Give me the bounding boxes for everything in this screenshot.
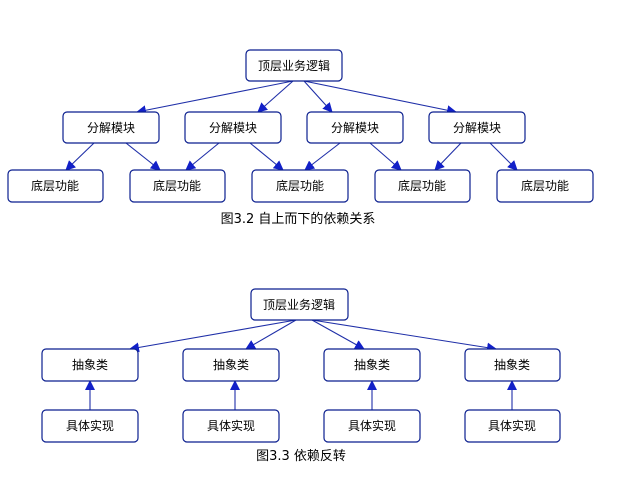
node-box xyxy=(41,348,139,382)
node-box xyxy=(62,111,160,144)
node-box xyxy=(464,348,561,382)
node-label: 底层功能 xyxy=(398,178,446,193)
edge-mid1-bot1 xyxy=(65,142,95,171)
node-module-4: 分解模块 xyxy=(428,111,526,144)
edge-top-abs-4 xyxy=(311,319,497,353)
node-low-level-1: 底层功能 xyxy=(7,169,104,203)
node-box xyxy=(306,111,404,144)
node-module-3: 分解模块 xyxy=(306,111,404,144)
node-label: 具体实现 xyxy=(207,418,255,433)
node-box xyxy=(7,169,104,203)
node-label: 抽象类 xyxy=(354,358,390,372)
edge-top-mid-2 xyxy=(257,80,294,113)
node-impl-3: 具体实现 xyxy=(323,409,421,443)
node-low-level-3: 底层功能 xyxy=(251,169,349,203)
node-box xyxy=(428,111,526,144)
node-label: 具体实现 xyxy=(66,418,114,433)
edge-mid3-bot4 xyxy=(369,142,402,171)
node-module-2: 分解模块 xyxy=(184,111,282,144)
node-abstract-4: 抽象类 xyxy=(464,348,561,382)
node-impl-2: 具体实现 xyxy=(182,409,280,443)
node-label: 抽象类 xyxy=(72,358,108,372)
edge-mid4-bot4 xyxy=(434,142,462,171)
caption-figure-3-3: 图3.3 依赖反转 xyxy=(256,449,346,464)
edge-top-mid-1 xyxy=(136,80,294,116)
node-top-business-logic-2: 顶层业务逻辑 xyxy=(250,288,349,321)
node-label: 底层功能 xyxy=(276,178,324,193)
node-label: 具体实现 xyxy=(488,418,536,433)
node-label: 顶层业务逻辑 xyxy=(258,58,330,73)
node-label: 底层功能 xyxy=(521,178,569,193)
node-impl-1: 具体实现 xyxy=(41,409,139,443)
node-label: 具体实现 xyxy=(348,418,396,433)
node-box xyxy=(374,169,471,203)
node-label: 抽象类 xyxy=(494,358,530,372)
diagram-top-down: 顶层业务逻辑 分解模块 分解模块 分解模块 分解模块 底层功能 底层功能 xyxy=(7,49,594,227)
node-abstract-1: 抽象类 xyxy=(41,348,139,382)
node-box xyxy=(129,169,226,203)
node-box xyxy=(250,288,349,321)
node-label: 底层功能 xyxy=(153,178,201,193)
edge-mid1-bot2 xyxy=(125,142,161,171)
node-label: 抽象类 xyxy=(213,358,249,372)
edge-mid3-bot3 xyxy=(304,142,341,171)
edge-mid2-bot2 xyxy=(185,142,220,171)
node-module-1: 分解模块 xyxy=(62,111,160,144)
edge-top-mid-3 xyxy=(303,80,333,113)
node-impl-4: 具体实现 xyxy=(464,409,561,443)
edge-top-abs-2 xyxy=(245,319,297,350)
caption-figure-3-2: 图3.2 自上而下的依赖关系 xyxy=(221,211,376,227)
node-box xyxy=(245,49,343,82)
node-abstract-3: 抽象类 xyxy=(323,348,421,382)
edge-top-mid-4 xyxy=(303,80,457,116)
edge-mid2-bot3 xyxy=(249,142,284,171)
node-box xyxy=(182,348,280,382)
edge-top-abs-3 xyxy=(311,319,365,350)
node-top-business-logic: 顶层业务逻辑 xyxy=(245,49,343,82)
node-box xyxy=(464,409,561,443)
node-abstract-2: 抽象类 xyxy=(182,348,280,382)
diagram-dependency-inversion: 顶层业务逻辑 抽象类 抽象类 抽象类 抽象类 具体实现 具体实现 xyxy=(41,288,561,464)
node-box xyxy=(184,111,282,144)
node-label: 顶层业务逻辑 xyxy=(263,297,335,312)
node-low-level-2: 底层功能 xyxy=(129,169,226,203)
node-low-level-4: 底层功能 xyxy=(374,169,471,203)
node-low-level-5: 底层功能 xyxy=(496,169,594,203)
node-box xyxy=(182,409,280,443)
node-box xyxy=(251,169,349,203)
edge-top-abs-1 xyxy=(129,319,297,353)
node-box xyxy=(41,409,139,443)
node-label: 底层功能 xyxy=(31,178,79,193)
node-label: 分解模块 xyxy=(209,121,257,135)
node-label: 分解模块 xyxy=(453,121,501,135)
node-box xyxy=(496,169,594,203)
node-box xyxy=(323,409,421,443)
node-label: 分解模块 xyxy=(331,121,379,135)
node-box xyxy=(323,348,421,382)
node-label: 分解模块 xyxy=(87,121,135,135)
edge-mid4-bot5 xyxy=(489,142,518,171)
